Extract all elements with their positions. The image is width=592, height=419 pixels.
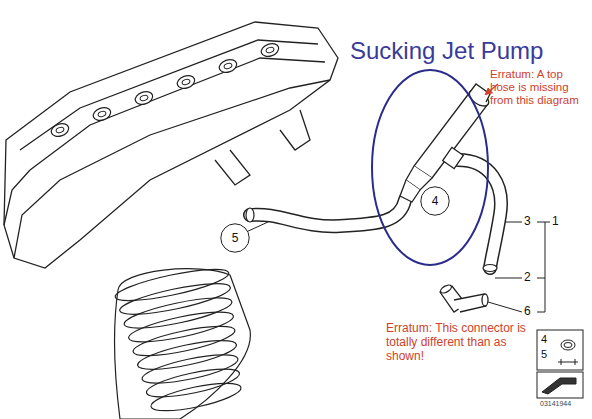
legend-box [537,330,583,398]
runner-port [265,46,274,53]
runner-port [223,62,232,69]
runner-port [97,110,106,117]
callout-number: 5 [232,231,239,245]
callout-circle: 5 [220,223,250,253]
runner-port [181,78,190,85]
erratum-note: Erratum: A top hose is missing from this… [490,68,586,108]
callout-number: 3 [524,215,531,229]
callout-number: 5 [541,348,547,361]
callout-number: 6 [524,305,531,319]
runner-port [217,57,238,74]
drawing-number: 03141944 [540,400,571,408]
bellows-fold [149,378,243,417]
bellows-fold [113,263,231,307]
runner-port [55,126,64,133]
intake-boot [113,263,250,419]
runner-port [139,94,148,101]
title-text: Sucking Jet Pump [350,38,543,64]
runner-port [175,73,196,90]
runner-port [91,105,112,122]
manifold-runners [49,41,280,138]
jet-pump [400,84,491,202]
runner-port [49,121,70,138]
callout-number: 4 [432,194,439,208]
vacuum-hose [458,160,501,272]
callout-number: 2 [524,271,531,285]
callout-number: 1 [552,215,559,229]
erratum-note: Erratum: This connector is totally diffe… [386,322,534,363]
leader-line [244,222,550,312]
runner-port [259,41,280,58]
bellows-fold [122,292,234,334]
elbow-connector [439,283,488,312]
intake-manifold [4,22,338,268]
bellows-fold [118,277,233,320]
callout-circle: 4 [420,186,450,216]
runner-port [133,89,154,106]
callout-number: 4 [541,333,547,346]
